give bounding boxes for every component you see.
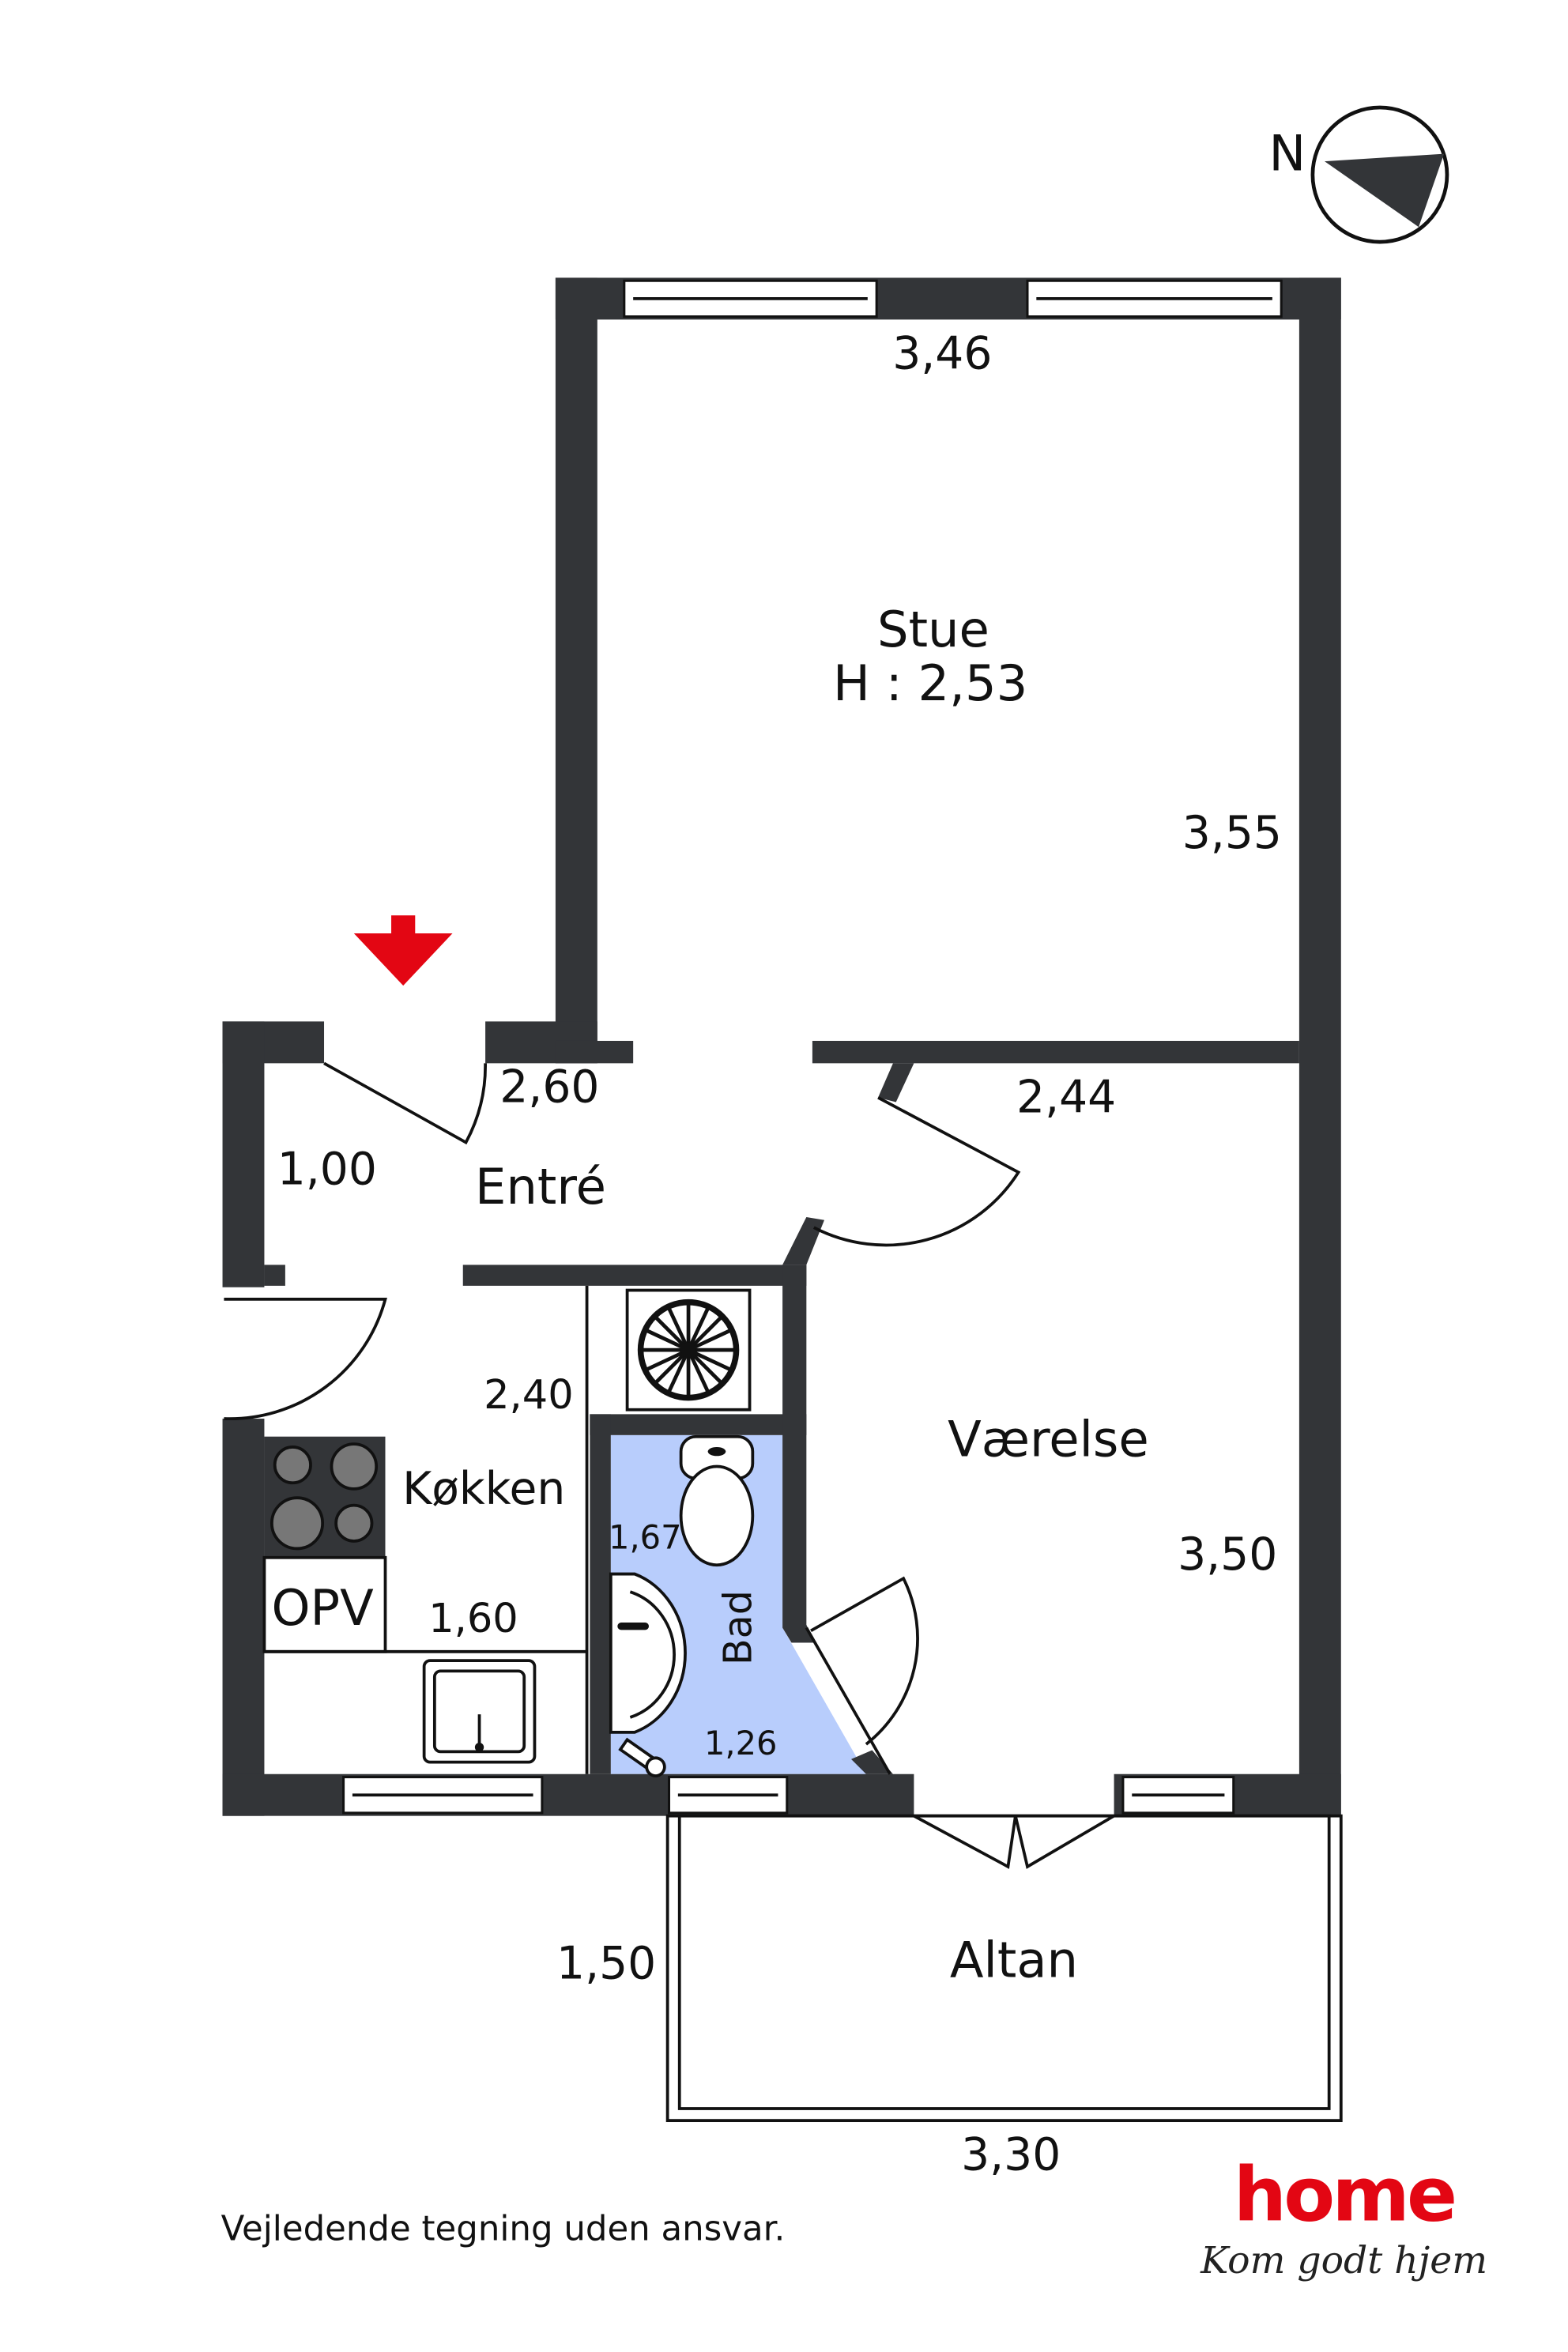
stue-label: Stue <box>877 601 989 658</box>
svg-text:Kom godt hjem: Kom godt hjem <box>1200 2239 1487 2282</box>
compass-label: N <box>1268 124 1306 182</box>
stue-depth: 3,55 <box>1182 807 1282 859</box>
washbasin <box>609 1572 687 1734</box>
ventilation-fan-icon <box>637 1298 740 1401</box>
entrance-arrow-icon <box>353 915 453 986</box>
north-compass-icon: N <box>1268 105 1449 244</box>
entre-dim-b: 1,00 <box>277 1143 377 1195</box>
vaerelse-depth: 3,50 <box>1178 1528 1277 1581</box>
altan-label: Altan <box>950 1932 1078 1989</box>
bad-dim-b: 1,26 <box>704 1724 778 1762</box>
toilet <box>679 1434 755 1567</box>
entre-label: Entré <box>475 1158 606 1216</box>
shower-icon <box>618 1737 666 1777</box>
home-logo: home Kom godt hjem <box>1200 2152 1487 2282</box>
sink <box>422 1659 537 1764</box>
bad-label: Bad <box>714 1590 760 1665</box>
entre-dim-a: 2,60 <box>499 1061 599 1113</box>
windows <box>342 279 1283 1815</box>
svg-text:home: home <box>1234 2152 1455 2239</box>
bad-dim-a: 1,67 <box>609 1517 682 1556</box>
disclaimer: Vejledende tegning uden ansvar. <box>221 2209 786 2248</box>
altan-width: 3,30 <box>961 2128 1061 2180</box>
kokken-appliance: OPV <box>271 1579 374 1637</box>
stove <box>264 1436 386 1558</box>
kokken-label: Køkken <box>402 1463 565 1515</box>
vaerelse-label: Værelse <box>948 1410 1149 1468</box>
stue-height: H : 2,53 <box>833 654 1027 712</box>
stue-width: 3,46 <box>892 328 992 380</box>
kokken-dim-b: 1,60 <box>428 1596 518 1642</box>
altan-depth: 1,50 <box>556 1938 656 1990</box>
kokken-dim-a: 2,40 <box>484 1372 574 1419</box>
vaerelse-width: 2,44 <box>1016 1072 1116 1124</box>
